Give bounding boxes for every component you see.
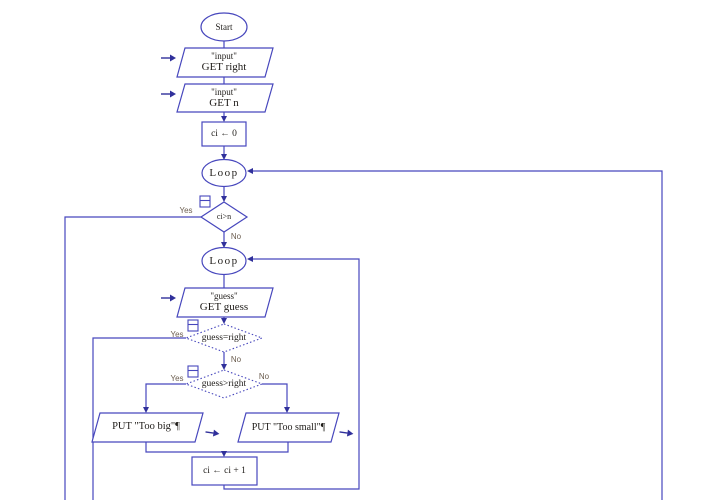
condition-ci-diamond[interactable] — [199, 201, 249, 233]
arrowheads — [143, 116, 290, 457]
get-guess-parallelogram[interactable] — [176, 287, 274, 318]
loop-outer-oval[interactable] — [201, 158, 247, 188]
no-label: No — [258, 371, 270, 381]
condition-ci-gt-n-node[interactable] — [199, 201, 249, 233]
loop-inner-oval[interactable] — [201, 246, 247, 276]
put-too-small-parallelogram[interactable] — [237, 412, 340, 443]
condition-guess-eq-right-node[interactable] — [184, 323, 264, 353]
yes-label: Yes — [170, 373, 184, 383]
condition-guess-gt-right-node[interactable] — [184, 369, 264, 399]
collapse-toggle-icon[interactable] — [187, 365, 199, 378]
increment-rect[interactable] — [191, 456, 258, 486]
loop-inner-node[interactable] — [201, 246, 247, 276]
connector-lines — [64, 41, 663, 500]
start-oval[interactable] — [200, 12, 248, 42]
get-right-parallelogram[interactable] — [176, 47, 274, 78]
get-right-node[interactable] — [176, 47, 274, 78]
start-node[interactable] — [200, 12, 248, 42]
yes-label: Yes — [179, 205, 193, 215]
put-too-big-node[interactable] — [91, 412, 204, 443]
output-arrow-icon — [339, 429, 354, 437]
get-guess-node[interactable] — [176, 287, 274, 318]
put-too-small-node[interactable] — [237, 412, 340, 443]
collapse-toggle-icon[interactable] — [187, 319, 199, 332]
collapse-toggle-icon[interactable] — [199, 195, 211, 208]
get-n-parallelogram[interactable] — [176, 83, 274, 113]
init-ci-node[interactable] — [201, 121, 247, 147]
output-arrow-icon — [205, 429, 220, 437]
loop-outer-node[interactable] — [201, 158, 247, 188]
condition-guess-eq-diamond[interactable] — [184, 323, 264, 353]
no-label: No — [230, 231, 242, 241]
init-ci-rect[interactable] — [201, 121, 247, 147]
no-label: No — [230, 354, 242, 364]
yes-label: Yes — [170, 329, 184, 339]
get-n-node[interactable] — [176, 83, 274, 113]
input-arrow-icon — [161, 294, 176, 302]
condition-guess-gt-diamond[interactable] — [184, 369, 264, 399]
put-too-big-parallelogram[interactable] — [91, 412, 204, 443]
input-arrow-icon — [161, 54, 176, 62]
input-arrow-icon — [161, 90, 176, 98]
increment-node[interactable] — [191, 456, 258, 486]
